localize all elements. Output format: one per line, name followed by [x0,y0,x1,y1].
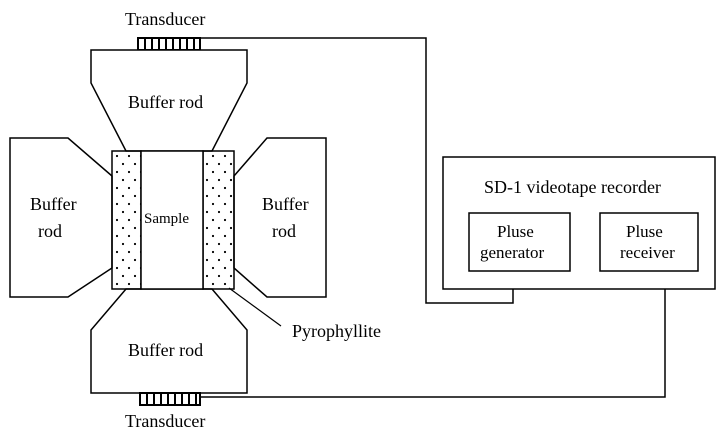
buffer-rod-left [9,137,113,298]
buffer-rod-right-label-2: rod [272,221,296,241]
transducer-bottom-label: Transducer [125,411,205,430]
buffer-rod-right-label-1: Buffer [262,194,309,214]
pulse-receiver-label-1: Pluse [626,222,663,241]
recorder-title: SD-1 videotape recorder [484,177,661,197]
cable-top-to-generator [200,37,514,304]
pyrophyllite-label: Pyrophyllite [292,321,381,341]
sample-block [140,150,204,290]
cable-bottom-to-receiver [200,289,666,398]
transducer-top [137,37,201,51]
sample-label: Sample [144,211,189,227]
pyrophyllite-left [111,150,142,290]
buffer-rod-left-label-1: Buffer [30,194,77,214]
pulse-generator-box [468,212,571,272]
transducer-bottom [139,392,201,406]
buffer-rod-bottom-label: Buffer rod [128,340,203,360]
buffer-rod-top-label: Buffer rod [128,92,203,112]
pulse-receiver-box [599,212,699,272]
pulse-generator-label-1: Pluse [497,222,534,241]
pulse-receiver-label-2: receiver [620,243,675,262]
transducer-top-label: Transducer [125,9,205,29]
pyrophyllite-right [202,150,235,290]
pyrophyllite-leader [228,287,282,327]
buffer-rod-right [233,137,327,298]
pulse-generator-label-2: generator [480,243,545,262]
buffer-rod-left-label-2: rod [38,221,62,241]
